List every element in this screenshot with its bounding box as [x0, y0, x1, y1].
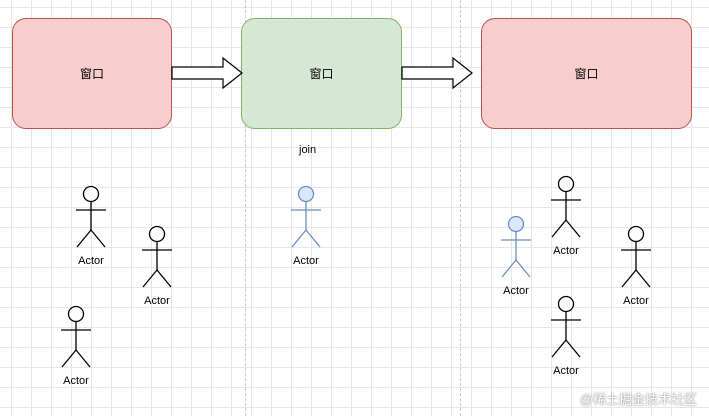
actor-label: Actor [553, 365, 579, 377]
actor[interactable]: Actor [56, 305, 96, 395]
actor-label: Actor [144, 295, 170, 307]
actor[interactable]: Actor [616, 225, 656, 315]
join-label: join [299, 144, 317, 156]
actor-highlighted[interactable]: Actor [496, 215, 536, 305]
actor-figure [291, 185, 321, 248]
window-box-3-label: 窗口 [574, 67, 599, 81]
window-box-2[interactable]: 窗口 [241, 18, 402, 129]
watermark: @稀土掘金技术社区 [579, 392, 697, 407]
window-box-3[interactable]: 窗口 [481, 18, 692, 129]
dashed-divider-2 [460, 0, 461, 416]
actor-label: Actor [623, 295, 649, 307]
actor[interactable]: Actor [71, 185, 111, 275]
window-box-1[interactable]: 窗口 [12, 18, 172, 129]
actor-label: Actor [78, 255, 104, 267]
actor-label: Actor [503, 285, 529, 297]
window-box-1-label: 窗口 [79, 67, 104, 81]
block-arrow-2 [401, 56, 473, 90]
actor-highlighted[interactable]: Actor [286, 185, 326, 275]
actor-figure [76, 185, 106, 248]
actor-label: Actor [293, 255, 319, 267]
actor-figure [621, 225, 651, 288]
dashed-divider-1 [245, 0, 246, 416]
actor-figure [142, 225, 172, 288]
actor[interactable]: Actor [137, 225, 177, 315]
actor[interactable]: Actor [546, 175, 586, 265]
actor[interactable]: Actor [546, 295, 586, 385]
actor-label: Actor [63, 375, 89, 387]
block-arrow-1 [171, 56, 243, 90]
actor-label: Actor [553, 245, 579, 257]
actor-figure [551, 175, 581, 238]
window-box-2-label: 窗口 [309, 67, 334, 81]
actor-figure [551, 295, 581, 358]
actor-figure [61, 305, 91, 368]
actor-figure [501, 215, 531, 278]
